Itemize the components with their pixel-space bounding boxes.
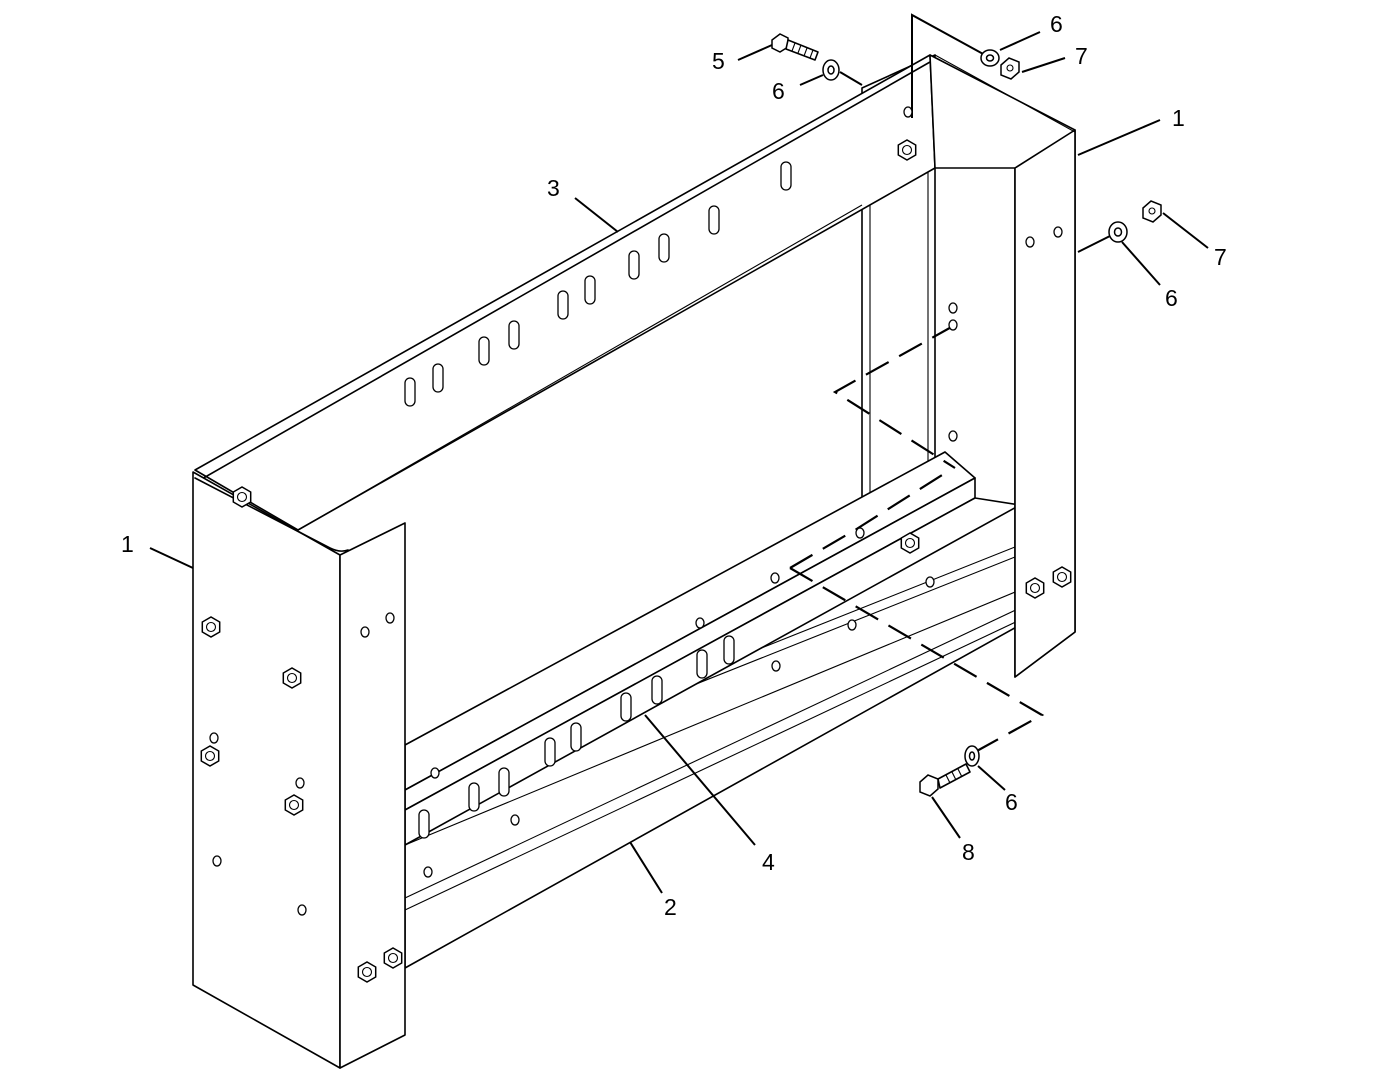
slot bbox=[508, 320, 520, 350]
callout-1-right: 1 bbox=[1172, 105, 1185, 131]
bolt-hole bbox=[510, 814, 520, 826]
slot bbox=[658, 233, 670, 263]
slot bbox=[404, 377, 416, 407]
slot bbox=[498, 767, 510, 797]
bolt-washer-face bbox=[361, 966, 373, 978]
bolt-washer-face bbox=[204, 750, 216, 762]
bolt-hole bbox=[423, 866, 433, 878]
bolt-head bbox=[900, 532, 920, 554]
bolt-hole bbox=[770, 572, 780, 584]
slot bbox=[708, 205, 720, 235]
callout-6-top-left: 6 bbox=[772, 78, 785, 104]
callout-7-right: 7 bbox=[1214, 244, 1227, 270]
bolt-head bbox=[1052, 566, 1072, 588]
slot-group bbox=[404, 161, 792, 839]
bolt-head bbox=[284, 794, 304, 816]
callout-6-bottom: 6 bbox=[1005, 789, 1018, 815]
callout-6-right: 6 bbox=[1165, 285, 1178, 311]
bolt-head bbox=[383, 947, 403, 969]
bolt-hole bbox=[855, 527, 865, 539]
bolt-washer-face bbox=[1029, 582, 1041, 594]
bolt-hole bbox=[360, 626, 370, 638]
slot bbox=[723, 635, 735, 665]
bolt-washer-face bbox=[236, 491, 248, 503]
washer-6-right bbox=[1108, 221, 1128, 243]
bolt-hole bbox=[295, 777, 305, 789]
callout-6-top-right: 6 bbox=[1050, 11, 1063, 37]
bolt-washer-face bbox=[288, 799, 300, 811]
bolt-hole bbox=[847, 619, 857, 631]
bolt-head bbox=[897, 139, 917, 161]
bolt-hole bbox=[925, 576, 935, 588]
bolt-hole bbox=[430, 767, 440, 779]
bolt-washer-face bbox=[901, 144, 913, 156]
bolt-hole bbox=[212, 855, 222, 867]
callout-4: 4 bbox=[762, 849, 775, 875]
callout-5: 5 bbox=[712, 48, 725, 74]
bolt-hole bbox=[948, 319, 958, 331]
bolt-head bbox=[201, 616, 221, 638]
slot bbox=[570, 722, 582, 752]
bolt-hole bbox=[1025, 236, 1035, 248]
callout-7-top: 7 bbox=[1075, 43, 1088, 69]
slot bbox=[432, 363, 444, 393]
washer-6-top-left bbox=[822, 59, 840, 81]
bolt-hole bbox=[903, 106, 913, 118]
callout-labels: 1 1 2 3 4 5 6 6 6 6 7 7 8 bbox=[121, 11, 1227, 920]
assembly-dashed-lines bbox=[789, 13, 1045, 753]
bolt-hole bbox=[695, 617, 705, 629]
slot bbox=[620, 692, 632, 722]
bolt-washer-face bbox=[387, 952, 399, 964]
bolt-head bbox=[282, 667, 302, 689]
capscrew-5 bbox=[771, 33, 819, 61]
bolt-washer-face bbox=[904, 537, 916, 549]
inner-angle-part-4 bbox=[404, 451, 1021, 846]
bolt-hole bbox=[385, 612, 395, 624]
leader-lines bbox=[149, 31, 1209, 894]
bolt-hole bbox=[948, 430, 958, 442]
bolt-hole bbox=[948, 302, 958, 314]
callout-2: 2 bbox=[664, 894, 677, 920]
callout-1-left: 1 bbox=[121, 531, 134, 557]
bolt-head bbox=[232, 486, 252, 508]
slot bbox=[696, 649, 708, 679]
bolt-hole bbox=[771, 660, 781, 672]
nut-7-top bbox=[1000, 57, 1020, 80]
bolt-head bbox=[357, 961, 377, 983]
installed-bolt-group bbox=[200, 139, 1072, 983]
slot bbox=[584, 275, 596, 305]
washer-6-bottom bbox=[964, 745, 980, 767]
bolt-head bbox=[200, 745, 220, 767]
callout-8: 8 bbox=[962, 839, 975, 865]
slot bbox=[468, 782, 480, 812]
right-end-bracket-part-1 bbox=[929, 54, 1076, 678]
capscrew-8 bbox=[919, 763, 971, 797]
nut-7-right bbox=[1142, 200, 1162, 223]
washer-6-top-right bbox=[980, 49, 1000, 67]
callout-3: 3 bbox=[547, 175, 560, 201]
bolt-hole bbox=[297, 904, 307, 916]
slot bbox=[544, 737, 556, 767]
slot bbox=[478, 336, 490, 366]
bolt-washer-face bbox=[286, 672, 298, 684]
hole-group bbox=[209, 106, 1063, 916]
bolt-washer-face bbox=[1056, 571, 1068, 583]
slot bbox=[651, 675, 663, 705]
slot bbox=[780, 161, 792, 191]
bolt-hole bbox=[1053, 226, 1063, 238]
slot bbox=[557, 290, 569, 320]
left-end-bracket-part-1 bbox=[192, 471, 406, 1069]
bolt-washer-face bbox=[205, 621, 217, 633]
bolt-hole bbox=[209, 732, 219, 744]
slot bbox=[418, 809, 430, 839]
bolt-head bbox=[1025, 577, 1045, 599]
slot bbox=[628, 250, 640, 280]
